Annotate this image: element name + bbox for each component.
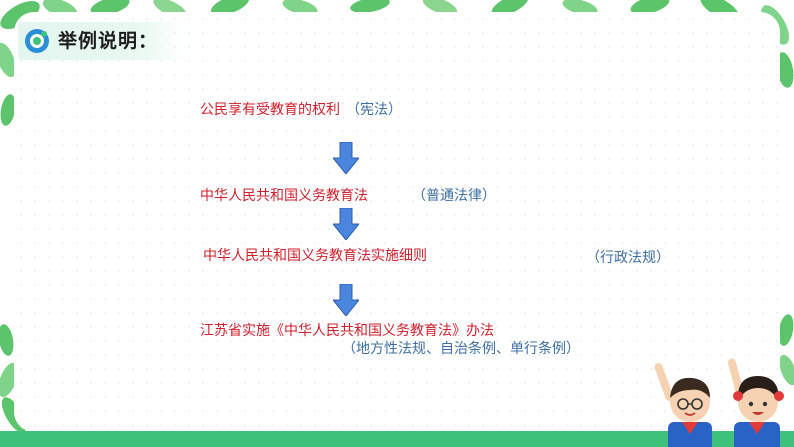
page-title: 举例说明： [58,30,159,52]
cartoon-kids [654,358,784,447]
down-arrow-icon [333,284,359,316]
hierarchy-category-4: （地方性法规、自治条例、单行条例） [342,341,580,357]
hierarchy-category-3: （行政法规） [586,250,670,266]
down-arrow-icon [333,142,359,174]
hierarchy-item-3: 中华人民共和国义务教育法实施细则 [203,248,427,264]
content-card [14,12,780,432]
down-arrow-icon [333,208,359,240]
hierarchy-item-2: 中华人民共和国义务教育法 [200,188,368,204]
hierarchy-category-2: （普通法律） [412,188,496,204]
hierarchy-item-1: 公民享有受教育的权利 [200,102,340,118]
hierarchy-item-4: 江苏省实施《中华人民共和国义务教育法》办法 [200,323,494,339]
hierarchy-category-1: （宪法） [346,102,402,118]
bottom-band [0,431,794,447]
logo-icon [25,29,49,53]
